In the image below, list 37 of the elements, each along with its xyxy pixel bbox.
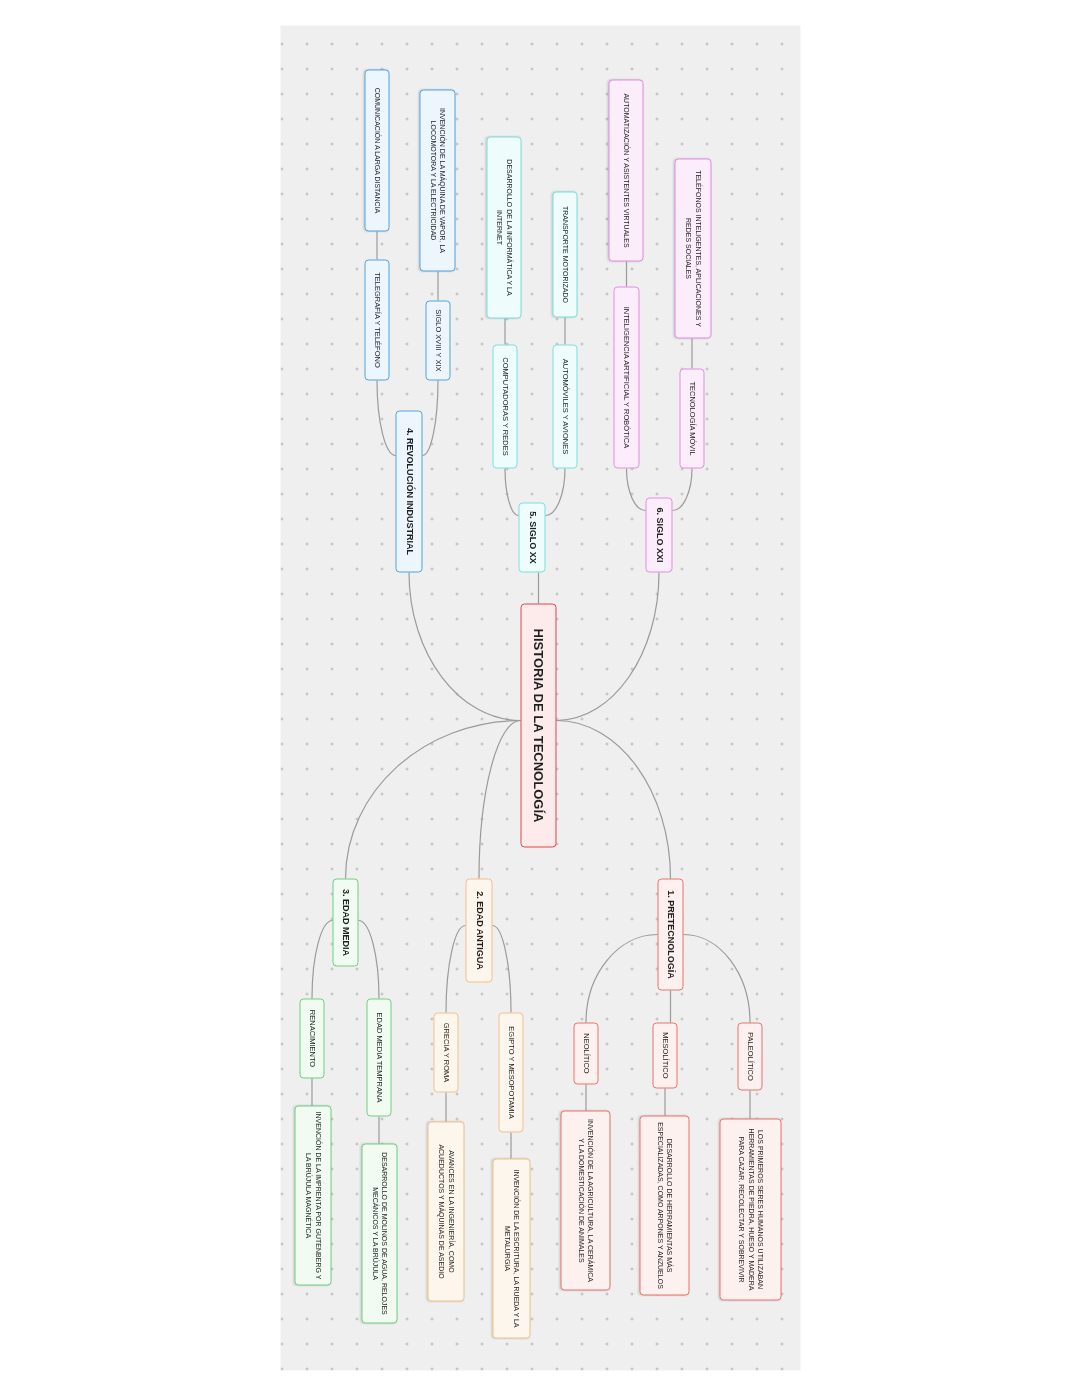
branch-box: 6. SIGLO XXI xyxy=(645,497,672,572)
connector-line xyxy=(444,924,466,1013)
connector-line xyxy=(537,571,539,604)
connector-line xyxy=(509,1131,512,1159)
connector-line xyxy=(544,467,566,516)
connector-line xyxy=(669,989,671,1023)
connector-line xyxy=(377,1115,380,1144)
connector-line xyxy=(436,270,439,301)
connector-line xyxy=(310,1077,313,1106)
connector-line xyxy=(555,571,660,721)
connector-line xyxy=(491,924,512,1013)
central-topic-box: HISTORIA DE LA TECNOLOGÍA xyxy=(520,603,556,847)
connector-line xyxy=(375,379,396,456)
connector-line xyxy=(625,467,646,511)
branch-box: 5. SIGLO XX xyxy=(518,502,545,572)
connector-line xyxy=(682,933,751,1023)
connector-line xyxy=(563,316,566,345)
connector-line xyxy=(407,571,521,721)
connector-line xyxy=(444,1091,447,1122)
connector-line xyxy=(663,1087,666,1116)
connector-line xyxy=(584,1083,587,1111)
branch-box: 2. EDAD ANTIGUA xyxy=(465,878,492,982)
connector-line xyxy=(310,919,333,999)
branch-box: 4. REVOLUCIÓN INDUSTRIAL xyxy=(395,410,422,572)
branch-box: 3. EDAD MEDIA xyxy=(332,878,358,966)
connector-line xyxy=(584,933,658,1023)
connector-line xyxy=(477,719,521,879)
branch-box: 1. PRETECNOLOGÍA xyxy=(657,878,683,990)
connector-line xyxy=(375,230,378,260)
connector-line xyxy=(357,919,380,999)
connector-line xyxy=(503,317,506,345)
connector-line xyxy=(503,467,519,516)
connector-line xyxy=(421,379,439,456)
connector-line xyxy=(671,467,693,511)
connector-line xyxy=(748,1089,751,1119)
connector-line xyxy=(690,337,693,369)
connector-line xyxy=(625,260,627,287)
